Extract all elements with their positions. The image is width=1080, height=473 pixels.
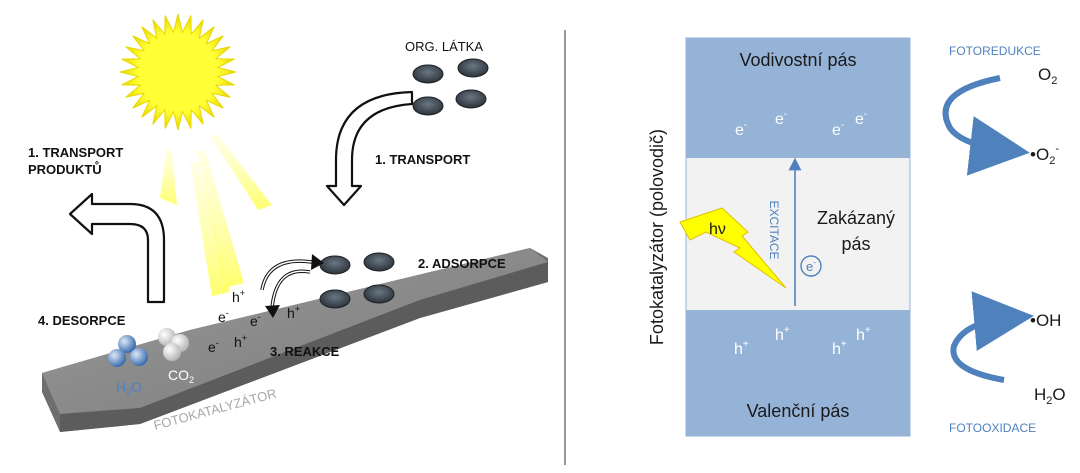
excited-electron-icon xyxy=(800,255,822,277)
molecule-disk xyxy=(457,58,489,78)
valence-holes: h+ h+ h+ h+ xyxy=(734,325,871,358)
light-beam xyxy=(160,150,177,205)
reaction-label: 3. REAKCE xyxy=(270,344,340,359)
transport-arrow xyxy=(325,90,414,207)
org-substance-disks xyxy=(412,58,489,116)
co2-label: CO2 xyxy=(168,367,194,385)
hole-label: h+ xyxy=(234,333,247,350)
products-transport-arrow xyxy=(68,192,166,304)
conduction-electrons: e- e- e- e- xyxy=(735,109,867,139)
molecule-disk xyxy=(363,252,395,272)
photoreduction-label: FOTOREDUKCE xyxy=(949,44,1041,58)
o2-label: O2 xyxy=(1038,65,1057,87)
charge-carriers: h+ e- e- h+ e- h+ xyxy=(208,288,300,355)
hole-label: h+ xyxy=(856,325,871,344)
hole-label: h+ xyxy=(775,325,790,344)
water-label: H2O xyxy=(1034,385,1066,407)
conduction-band xyxy=(686,38,910,158)
forbidden-band-label-2: pás xyxy=(841,234,870,254)
hole-label: h+ xyxy=(734,339,749,358)
org-substance-label: ORG. LÁTKA xyxy=(405,39,483,54)
molecule-disk xyxy=(455,89,487,109)
photoreduction-arrow xyxy=(942,75,1030,176)
molecule-disk xyxy=(363,284,395,304)
excitation-label: EXCITACE xyxy=(767,200,781,259)
transport-label: 1. TRANSPORT xyxy=(375,152,470,167)
reaction-arrows xyxy=(260,254,324,318)
co2-molecule-icon xyxy=(158,328,189,361)
valence-band xyxy=(686,310,910,436)
desorption-label: 4. DESORPCE xyxy=(38,313,126,328)
adsorption-label: 2. ADSORPCE xyxy=(418,256,506,271)
valence-band-label: Valenční pás xyxy=(747,401,850,421)
molecule-disk xyxy=(412,64,444,84)
sun-icon xyxy=(119,13,237,131)
molecule-disk xyxy=(412,96,444,116)
electron-label: e- xyxy=(208,338,219,355)
hydroxyl-label: •OH xyxy=(1030,311,1061,330)
photooxidation-arrow xyxy=(950,291,1034,383)
light-beam xyxy=(197,150,244,288)
water-molecule-icon xyxy=(108,335,148,367)
water-label: H2O xyxy=(116,379,142,397)
electron-label: e- xyxy=(735,120,747,139)
forbidden-band-label: Zakázaný xyxy=(817,208,895,228)
right-panel: Fotokatalyzátor (polovodič) Vodivostní p… xyxy=(647,37,1066,437)
conduction-band-label: Vodivostní pás xyxy=(739,50,856,70)
axis-label: Fotokatalyzátor (polovodič) xyxy=(647,129,667,345)
light-beam xyxy=(210,135,272,210)
electron-label: e- xyxy=(218,308,229,325)
hole-label: h+ xyxy=(232,288,245,305)
electron-label: e- xyxy=(832,120,844,139)
electron-label: e- xyxy=(775,109,787,128)
excited-electron-label: e- xyxy=(806,258,816,274)
hole-label: h+ xyxy=(832,339,847,358)
hole-label: h+ xyxy=(287,304,300,321)
lightning-bolt-icon xyxy=(679,207,787,289)
photooxidation-label: FOTOOXIDACE xyxy=(949,421,1036,435)
light-beam xyxy=(190,162,230,296)
electron-label: e- xyxy=(250,312,261,329)
photocatalyst-plate xyxy=(42,248,548,432)
superoxide-label: •O2- xyxy=(1030,143,1059,167)
electron-label: e- xyxy=(855,109,867,128)
molecule-disk xyxy=(319,255,351,275)
light-beams xyxy=(160,135,272,296)
transport-products-label: 1. TRANSPORT xyxy=(28,145,123,160)
left-panel: ORG. LÁTKA 1. TRANSPORT PRODUKTŮ 1. TRAN… xyxy=(28,13,548,433)
transport-products-label-2: PRODUKTŮ xyxy=(28,161,102,177)
molecule-disk xyxy=(319,289,351,309)
adsorbed-disks xyxy=(319,252,395,309)
photon-label: hν xyxy=(709,221,726,238)
